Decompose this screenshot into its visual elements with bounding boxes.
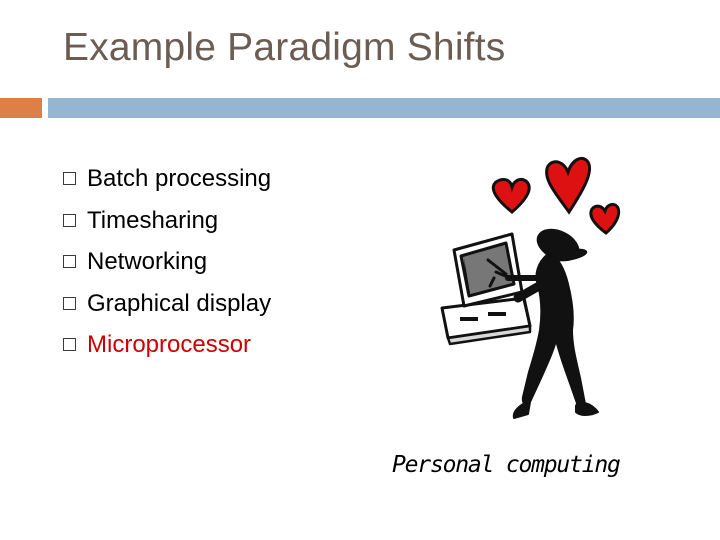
- computer-icon: [440, 232, 532, 346]
- bullet-text: Timesharing: [87, 206, 219, 234]
- heart-icon: [545, 156, 591, 215]
- illustration-caption: Personal computing: [392, 452, 621, 478]
- square-bullet-icon: [63, 172, 76, 185]
- accent-bar-blue: [48, 98, 720, 118]
- person-loving-computer-icon: [440, 156, 621, 419]
- heart-icon: [491, 177, 531, 214]
- person-silhouette-icon: [486, 228, 599, 419]
- square-bullet-icon: [63, 338, 76, 351]
- bullet-text: Graphical display: [87, 289, 272, 317]
- square-bullet-icon: [63, 255, 76, 268]
- square-bullet-icon: [63, 213, 76, 227]
- bullet-text: Batch processing: [87, 165, 272, 192]
- square-bullet-icon: [63, 296, 76, 310]
- bullet-text: Networking: [87, 248, 208, 275]
- bullet-text: Microprocessor: [87, 331, 252, 358]
- slide-title: Example Paradigm Shifts: [63, 26, 506, 69]
- accent-bar-orange: [0, 98, 42, 118]
- heart-icon: [589, 202, 621, 235]
